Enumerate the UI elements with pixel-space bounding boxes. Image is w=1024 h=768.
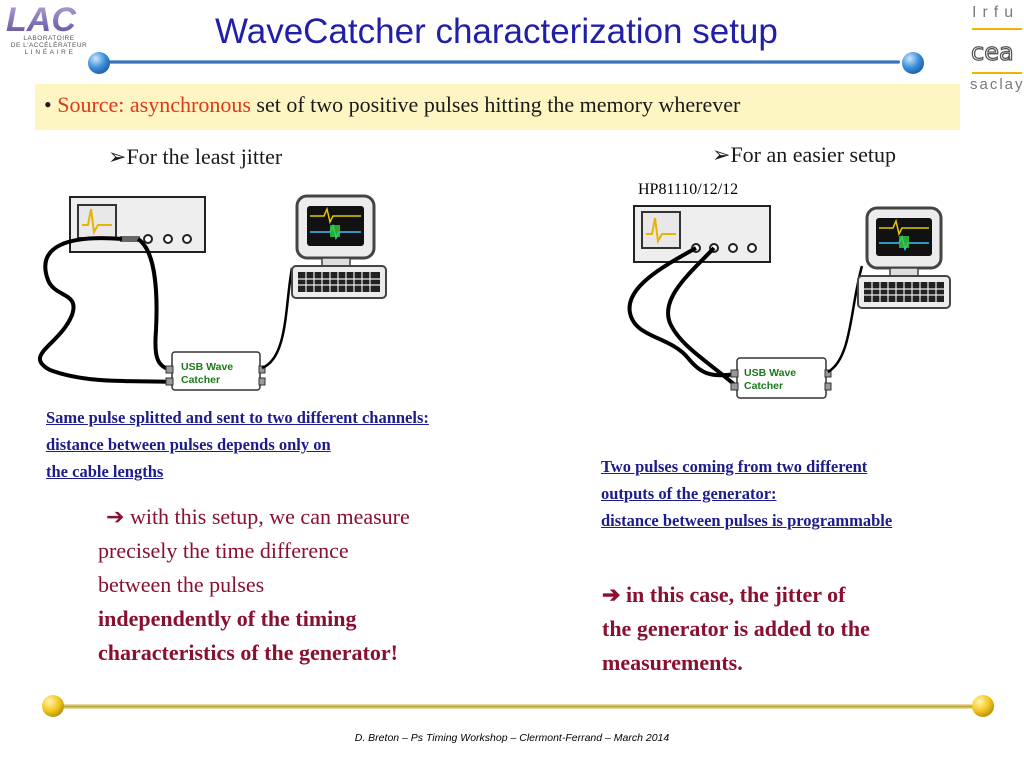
left-note-line-1: Same pulse splitted and sent to two diff… xyxy=(46,408,429,427)
left-conclusion-line-1: ➔ with this setup, we can measure xyxy=(106,504,410,529)
right-usb-box xyxy=(736,357,827,399)
source-highlight: Source: asynchronous xyxy=(57,92,251,117)
left-usb-cable xyxy=(261,267,294,370)
left-heading-arrow: ➢ xyxy=(108,144,127,169)
left-heading-text: For the least jitter xyxy=(126,144,283,169)
right-generator-pulse xyxy=(646,217,676,245)
cea-logo-mark: cea xyxy=(970,37,1014,66)
arrow-right-icon: ➔ xyxy=(106,504,125,529)
right-generator-screen xyxy=(641,211,681,249)
left-conclusion-line-3: between the pulses xyxy=(98,572,265,597)
left-generator-pulse xyxy=(82,208,112,236)
bullet-marker: • xyxy=(44,92,52,117)
left-generator-screen xyxy=(77,204,117,239)
right-note-line-3: distance between pulses is programmable xyxy=(601,511,893,530)
left-note-line-3: the cable lengths xyxy=(46,462,164,481)
footer-rule-right-ball xyxy=(972,695,994,717)
right-conclusion-line-2: the generator is added to the xyxy=(602,616,870,641)
right-cable-2 xyxy=(666,246,738,388)
source-rest: set of two positive pulses hitting the m… xyxy=(250,92,741,117)
title-rule-left-ball xyxy=(88,52,110,74)
right-note-line-2: outputs of the generator: xyxy=(601,484,777,503)
lal-logo-name: LABORATOIRE DE L'ACCÉLÉRATEUR L I N É A … xyxy=(10,35,88,56)
generator-model-label: HP81110/12/12 xyxy=(638,181,739,198)
right-heading-text: For an easier setup xyxy=(730,142,896,167)
left-heading: ➢For the least jitter xyxy=(108,144,282,170)
saclay-logo-text: saclay xyxy=(970,76,1024,93)
left-conclusion-line-4: independently of the timing xyxy=(98,606,357,631)
left-conclusion: ➔ with this setup, we can measure precis… xyxy=(98,500,410,670)
footer-rule xyxy=(62,704,974,709)
right-setup-diagram xyxy=(627,205,951,399)
irfu-logo-text: Irfu xyxy=(972,4,1020,21)
right-usb-label: USB Wave Catcher xyxy=(744,367,797,392)
svg-text:LAC: LAC xyxy=(6,2,76,34)
left-note: Same pulse splitted and sent to two diff… xyxy=(46,404,429,485)
svg-text:cea: cea xyxy=(971,38,1014,66)
page-title: WaveCatcher characterization setup xyxy=(215,12,778,51)
lal-logo: LAC LABORATOIRE DE L'ACCÉLÉRATEUR L I N … xyxy=(2,1,94,56)
right-conclusion-line-3: measurements. xyxy=(602,650,743,675)
right-note: Two pulses coming from two different out… xyxy=(601,453,892,534)
footer-rule-left-ball xyxy=(42,695,64,717)
right-note-line-1: Two pulses coming from two different xyxy=(601,457,868,476)
source-bullet: • Source: asynchronous set of two positi… xyxy=(44,92,740,118)
left-conclusion-line-5: characteristics of the generator! xyxy=(98,640,398,665)
right-conclusion-line-1: ➔ in this case, the jitter of xyxy=(602,582,846,607)
cea-logo-bar xyxy=(972,72,1022,74)
right-cable-1 xyxy=(627,246,737,378)
arrow-right-icon: ➔ xyxy=(602,582,621,607)
left-cable-2 xyxy=(136,237,174,372)
left-note-line-2: distance between pulses depends only on xyxy=(46,435,331,454)
lal-logo-mark: LAC xyxy=(6,1,76,39)
left-usb-label: USB Wave Catcher xyxy=(181,361,234,386)
left-cable-1 xyxy=(37,236,174,384)
right-conclusion: ➔ in this case, the jitter of the genera… xyxy=(602,578,870,680)
title-underline xyxy=(104,60,900,64)
left-conclusion-line-2: precisely the time difference xyxy=(98,538,349,563)
left-splitter xyxy=(120,236,140,242)
irfu-cea-logo: Irfu cea saclay xyxy=(966,0,1024,100)
right-heading-arrow: ➢ xyxy=(712,142,731,167)
title-rule-right-ball xyxy=(902,52,924,74)
source-band xyxy=(35,84,960,130)
irfu-logo-bar xyxy=(972,28,1022,30)
right-usb-cable xyxy=(827,265,864,374)
footer-text: D. Breton – Ps Timing Workshop – Clermon… xyxy=(354,732,670,744)
right-heading: ➢For an easier setup xyxy=(712,142,896,168)
left-setup-diagram xyxy=(37,194,387,391)
